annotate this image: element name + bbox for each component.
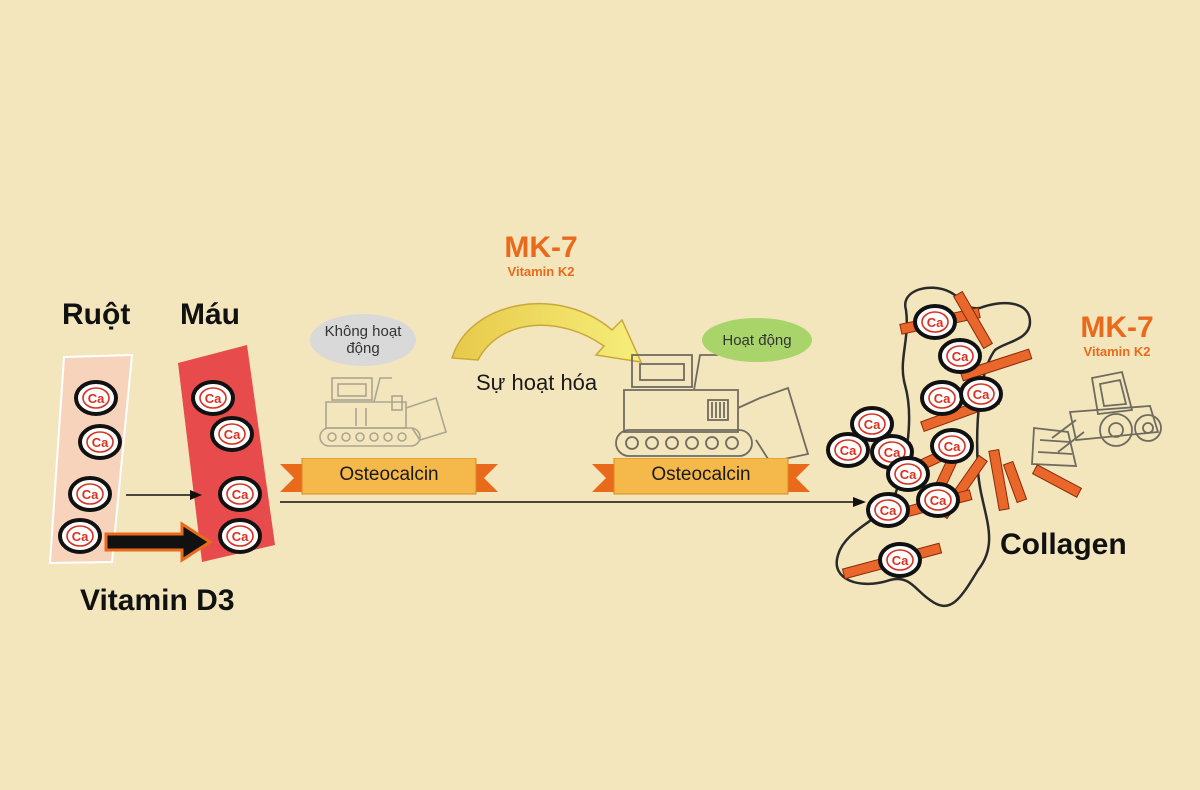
calcium-token-label: Ca (880, 503, 897, 518)
activation-curved-arrow (451, 302, 643, 363)
calcium-token-label: Ca (864, 417, 881, 432)
calcium-token: Ca (870, 434, 914, 470)
calcium-token: Ca (68, 476, 112, 512)
blood-label: Máu (180, 298, 240, 331)
calcium-token-label: Ca (892, 553, 909, 568)
gut-label: Ruột (62, 298, 131, 331)
calcium-token: Ca (913, 304, 957, 340)
calcium-token-label: Ca (934, 391, 951, 406)
calcium-token: Ca (920, 380, 964, 416)
calcium-token-label: Ca (930, 493, 947, 508)
mk7-top-name: MK-7 (504, 231, 578, 264)
mk7-top-sub: Vitamin K2 (507, 264, 575, 279)
vitamin-d3-thick-arrow (104, 521, 213, 563)
calcium-token-label: Ca (224, 427, 241, 442)
calcium-token-label: Ca (232, 529, 249, 544)
calcium-token-label: Ca (927, 315, 944, 330)
osteocalcin-ribbon-right (592, 458, 810, 495)
collagen-label: Collagen (1000, 528, 1127, 561)
calcium-token-label: Ca (952, 349, 969, 364)
calcium-token-label: Ca (232, 487, 249, 502)
calcium-token: Ca (886, 456, 930, 492)
calcium-token-label: Ca (92, 435, 109, 450)
osteocalcin-right-label: Osteocalcin (651, 464, 751, 485)
vitamin-d3-label: Vitamin D3 (80, 584, 235, 617)
active-bubble: Hoạt động (702, 318, 812, 362)
calcium-token-label: Ca (944, 439, 961, 454)
mk7-top-label: MK-7 Vitamin K2 (486, 231, 596, 280)
mk7-right-label: MK-7 Vitamin K2 (1062, 311, 1172, 360)
osteocalcin-left-label: Osteocalcin (339, 464, 439, 485)
calcium-token-label: Ca (900, 467, 917, 482)
calcium-token: Ca (218, 518, 262, 554)
calcium-token: Ca (78, 424, 122, 460)
calcium-token-label: Ca (840, 443, 857, 458)
calcium-token-label: Ca (884, 445, 901, 460)
mk7-right-sub: Vitamin K2 (1083, 344, 1151, 359)
calcium-token-label: Ca (205, 391, 222, 406)
calcium-token: Ca (850, 406, 894, 442)
calcium-token: Ca (191, 380, 235, 416)
bulldozer-inactive-icon (319, 377, 447, 447)
mk7-right-name: MK-7 (1080, 311, 1154, 344)
calcium-token: Ca (916, 482, 960, 518)
front-loader-icon (1031, 370, 1162, 467)
osteocalcin-ribbon-left (280, 458, 498, 495)
calcium-token: Ca (938, 338, 982, 374)
calcium-token: Ca (866, 492, 910, 528)
activation-label: Sự hoạt hóa (476, 370, 598, 395)
calcium-token-label: Ca (973, 387, 990, 402)
calcium-token: Ca (959, 376, 1003, 412)
calcium-token: Ca (218, 476, 262, 512)
calcium-token: Ca (74, 380, 118, 416)
calcium-token: Ca (930, 428, 974, 464)
inactive-bubble: Không hoạt động (310, 314, 416, 366)
calcium-token: Ca (210, 416, 254, 452)
gut-to-blood-arrow (126, 490, 202, 500)
calcium-token-label: Ca (72, 529, 89, 544)
calcium-token-label: Ca (82, 487, 99, 502)
calcium-token: Ca (826, 432, 870, 468)
calcium-token-label: Ca (88, 391, 105, 406)
blood-to-collagen-arrow (280, 497, 866, 507)
calcium-token: Ca (878, 542, 922, 578)
bulldozer-active-icon (615, 354, 810, 464)
calcium-token: Ca (58, 518, 102, 554)
